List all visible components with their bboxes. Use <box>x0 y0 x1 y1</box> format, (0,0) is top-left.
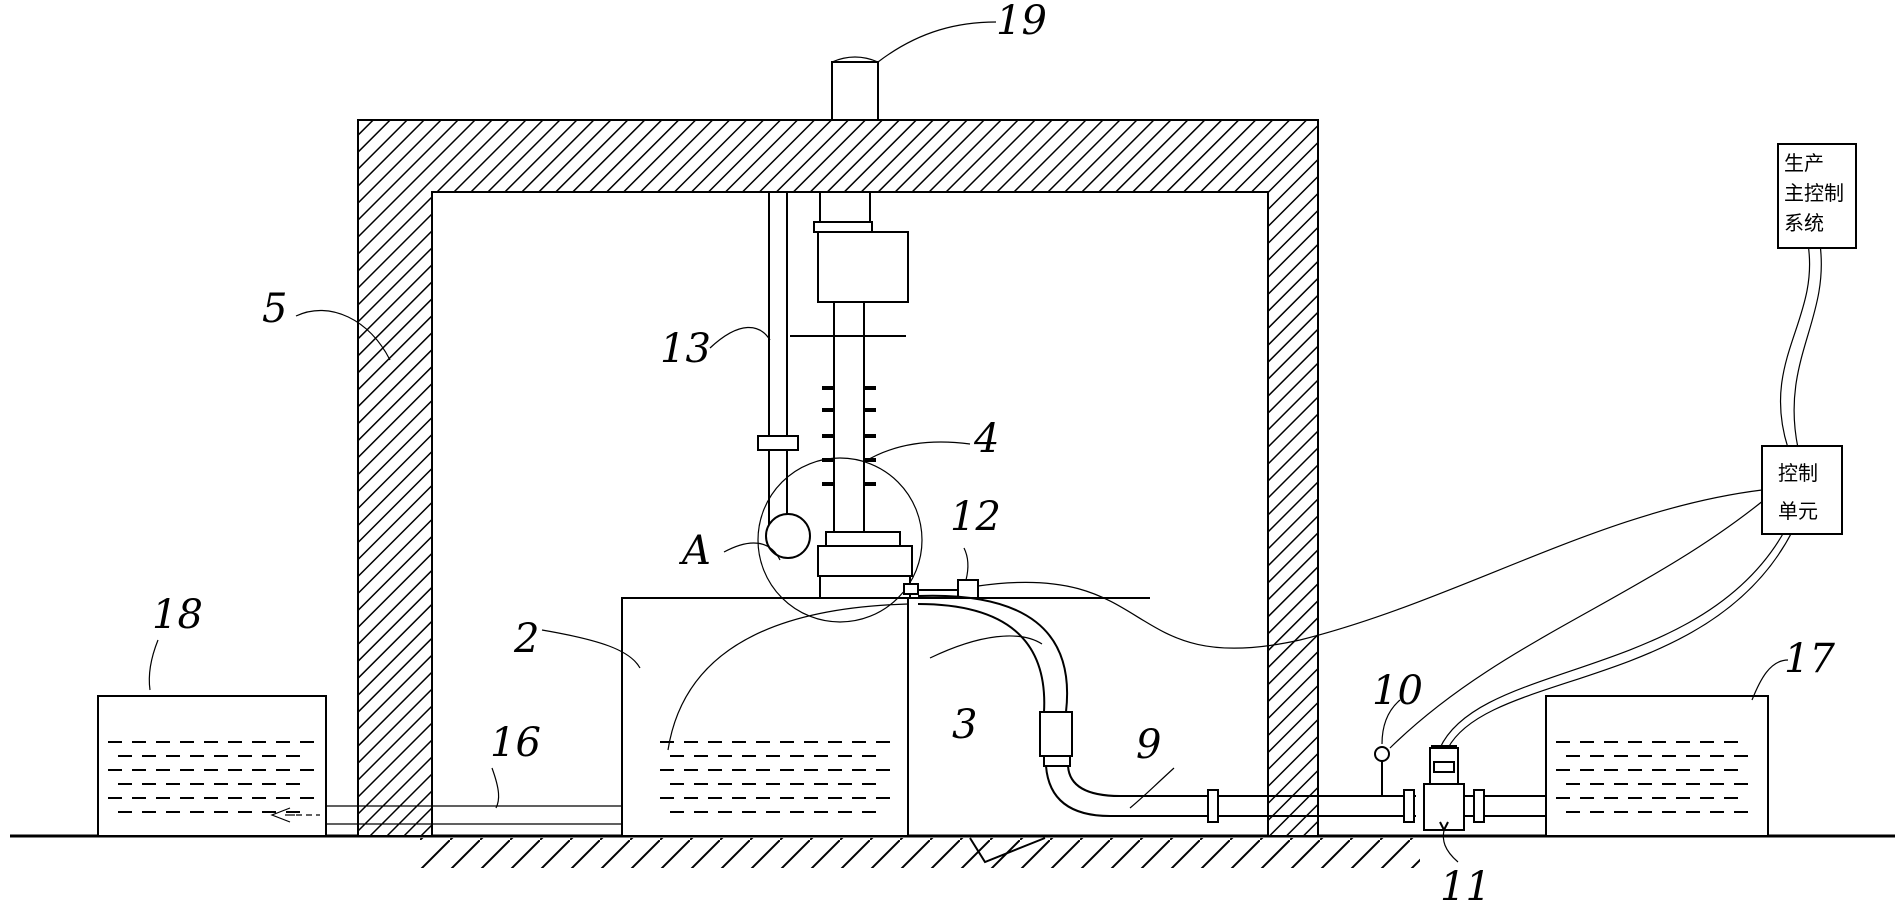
detail-circle-a <box>757 457 923 623</box>
control-unit-line-1: 控制 <box>1778 461 1818 485</box>
label-3: 3 <box>952 702 977 748</box>
exhaust-pipe <box>831 56 879 121</box>
label-16: 16 <box>490 720 541 766</box>
drain-pipe <box>270 805 622 825</box>
tank-2 <box>621 597 1150 837</box>
label-9: 9 <box>1136 722 1161 768</box>
tank-17 <box>1545 695 1769 837</box>
label-5: 5 <box>262 286 287 332</box>
control-wires <box>977 243 1822 749</box>
label-11: 11 <box>1440 864 1491 910</box>
spray-arc <box>667 603 909 751</box>
pipe-9 <box>1045 765 1546 823</box>
control-unit-box: 控制 单元 <box>1761 445 1843 535</box>
tank-18 <box>97 695 327 837</box>
leader-lines <box>148 21 1789 863</box>
label-10: 10 <box>1372 668 1423 714</box>
label-a: A <box>678 528 711 574</box>
ground <box>10 834 1895 868</box>
gauge-10 <box>1374 746 1390 796</box>
production-control-line-2: 主控制 <box>1784 181 1844 205</box>
hose-3 <box>917 594 1073 767</box>
label-12: 12 <box>950 494 1001 540</box>
shaft-4 <box>790 192 913 599</box>
production-control-box: 生产 主控制 系统 <box>1777 143 1857 249</box>
label-2: 2 <box>513 616 539 662</box>
control-unit-line-2: 单元 <box>1778 499 1818 523</box>
label-13: 13 <box>660 326 711 372</box>
label-18: 18 <box>152 592 203 638</box>
label-17: 17 <box>1784 636 1835 682</box>
enclosure-frame <box>357 119 1319 837</box>
label-19: 19 <box>996 0 1047 44</box>
part-labels: 5 19 13 4 12 A 2 3 9 10 11 16 17 18 <box>152 0 1835 910</box>
label-4: 4 <box>973 416 999 462</box>
column-13 <box>757 192 799 536</box>
production-control-line-1: 生产 <box>1784 151 1824 175</box>
production-control-line-3: 系统 <box>1784 211 1824 235</box>
pump-11 <box>1403 745 1485 833</box>
